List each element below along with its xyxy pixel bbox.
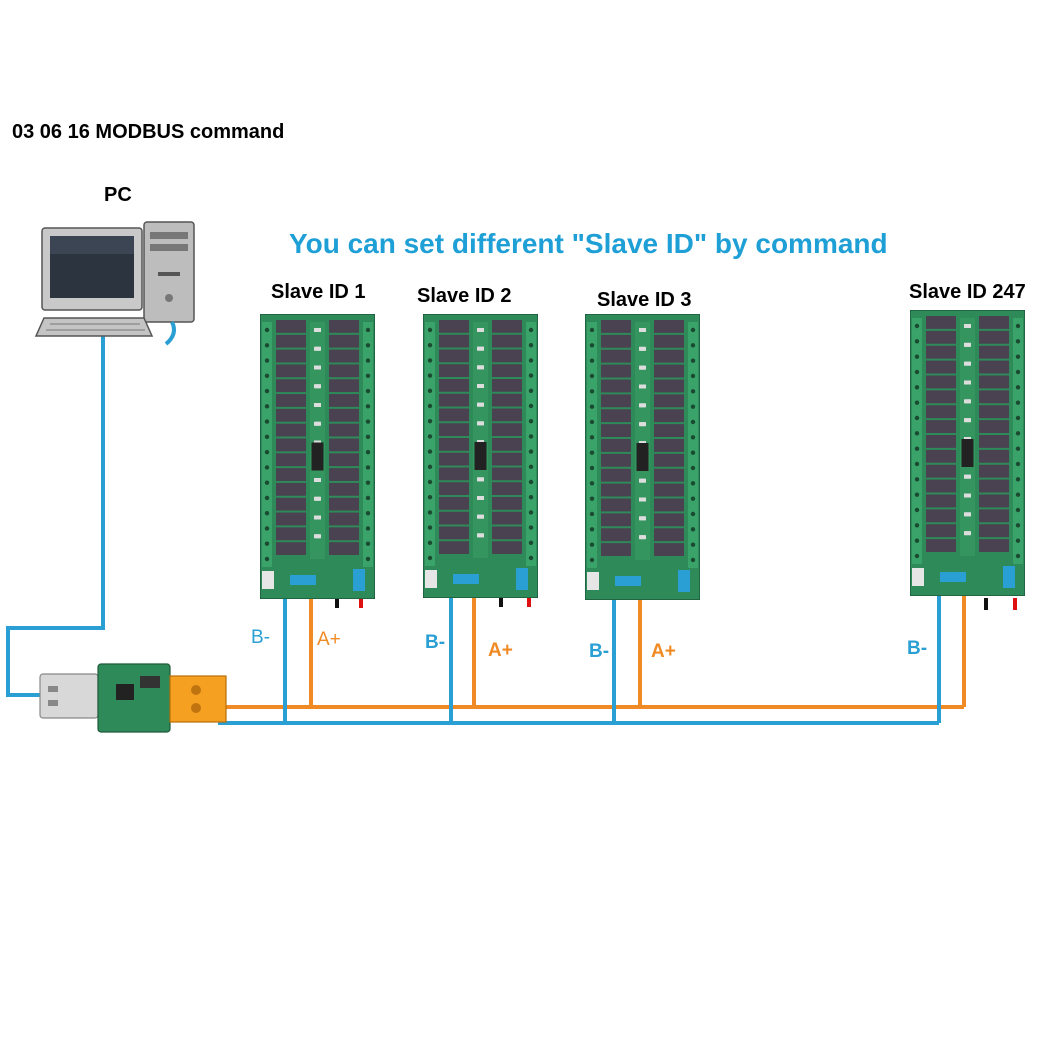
power-leads xyxy=(335,597,1017,610)
page-title: 03 06 16 MODBUS command xyxy=(12,121,285,143)
relay-board-icon xyxy=(260,314,375,599)
pc-label: PC xyxy=(104,184,132,206)
usb-cable xyxy=(6,330,105,697)
headline: You can set different "Slave ID" by comm… xyxy=(289,228,888,259)
b-minus-label-1: B- xyxy=(251,627,270,648)
a-plus-label-3: A+ xyxy=(651,641,676,662)
a-plus-label-2: A+ xyxy=(488,640,513,661)
usb-to-rs485-adapter-icon xyxy=(39,663,227,733)
slave-label-3: Slave ID 3 xyxy=(597,289,692,311)
slave-label-1: Slave ID 1 xyxy=(271,281,366,303)
slave-label-2: Slave ID 2 xyxy=(417,285,512,307)
b-minus-label-3: B- xyxy=(589,641,610,662)
a-plus-label-1: A+ xyxy=(317,629,341,650)
b-minus-label-247: B- xyxy=(907,638,928,659)
relay-board-icon xyxy=(910,310,1025,596)
slave-label-247: Slave ID 247 xyxy=(909,281,1026,303)
relay-board-icon xyxy=(423,314,538,598)
b-minus-label-2: B- xyxy=(425,632,446,653)
desktop-computer-icon xyxy=(34,221,195,346)
relay-board-icon xyxy=(585,314,700,600)
